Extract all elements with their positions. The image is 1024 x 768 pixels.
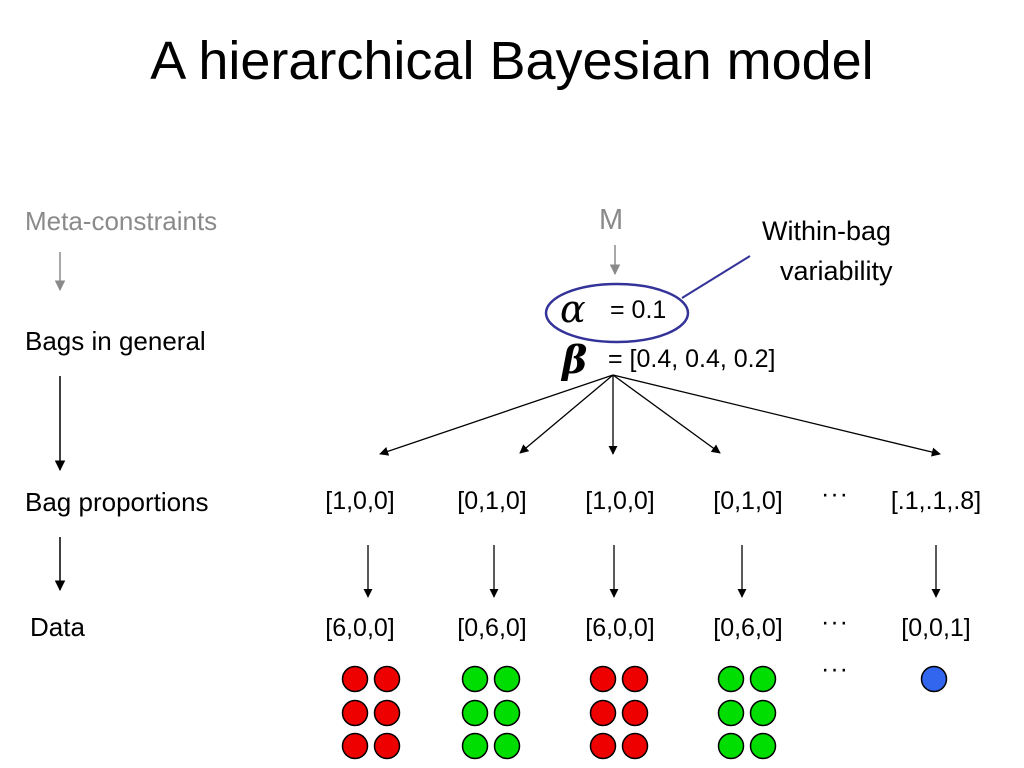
bag-counts-2: [0,6,0] [457,614,527,642]
bag-proportion-1: [1,0,0] [325,487,395,515]
page-title: A hierarchical Bayesian model [150,31,874,91]
bag-counts-1: [6,0,0] [325,614,395,642]
level-label-meta: Meta-constraints [25,206,218,236]
data-ball-bag-1-4 [373,699,401,727]
data-ball-bag-1-2 [373,665,401,693]
level-label-general: Bags in general [25,326,206,356]
data-ball-bag-2-3 [461,699,489,727]
data-ball-bag-2-5 [461,732,489,760]
ellipsis-proportions: ··· [821,480,849,508]
alpha-value: = 0.1 [610,296,667,324]
data-ball-bag-1-1 [341,665,369,693]
bag-proportion-2: [0,1,0] [457,487,527,515]
bag-proportion-4: [0,1,0] [713,487,783,515]
data-ball-bag-5-1 [920,665,948,693]
data-ball-bag-3-2 [621,665,649,693]
bag-proportion-3: [1,0,0] [585,487,655,515]
data-ball-bag-4-1 [717,665,745,693]
ellipsis-balls: ··· [821,655,849,683]
bag-counts-5: [0,0,1] [901,614,971,642]
level-label-proportions: Bag proportions [25,487,209,517]
callout-connector [681,255,751,299]
data-ball-bag-2-1 [461,665,489,693]
callout-line-2: variability [780,256,893,286]
data-ball-bag-1-3 [341,699,369,727]
arrow-beta-to-bag-1 [379,374,614,456]
data-ball-bag-4-2 [749,665,777,693]
bag-proportion-5: [.1,.1,.8] [890,487,982,515]
data-ball-bag-3-4 [621,699,649,727]
arrow-beta-to-bag-2 [519,374,614,454]
data-ball-bag-2-2 [493,665,521,693]
data-ball-bag-2-4 [493,699,521,727]
callout-line-1: Within-bag [762,216,892,246]
beta-value: = [0.4, 0.4, 0.2] [608,345,776,373]
data-ball-bag-1-6 [373,732,401,760]
data-balls [341,665,948,760]
alpha-highlight-ellipse [544,282,690,344]
data-ball-bag-4-6 [749,732,777,760]
level-label-data: Data [30,612,85,642]
beta-symbol: β [562,337,588,382]
data-ball-bag-4-5 [717,732,745,760]
bag-counts-4: [0,6,0] [713,614,783,642]
bag-counts-3: [6,0,0] [585,614,655,642]
arrow-beta-to-bag-5 [612,374,941,457]
data-ball-bag-4-3 [717,699,745,727]
data-ball-bag-4-4 [749,699,777,727]
meta-symbol: M [599,204,624,236]
arrow-beta-to-bag-4 [612,374,721,454]
data-ball-bag-3-3 [589,699,617,727]
data-ball-bag-3-1 [589,665,617,693]
ellipsis-counts: ··· [821,608,849,636]
data-ball-bag-1-5 [341,732,369,760]
data-ball-bag-3-6 [621,732,649,760]
data-ball-bag-3-5 [589,732,617,760]
data-ball-bag-2-6 [493,732,521,760]
